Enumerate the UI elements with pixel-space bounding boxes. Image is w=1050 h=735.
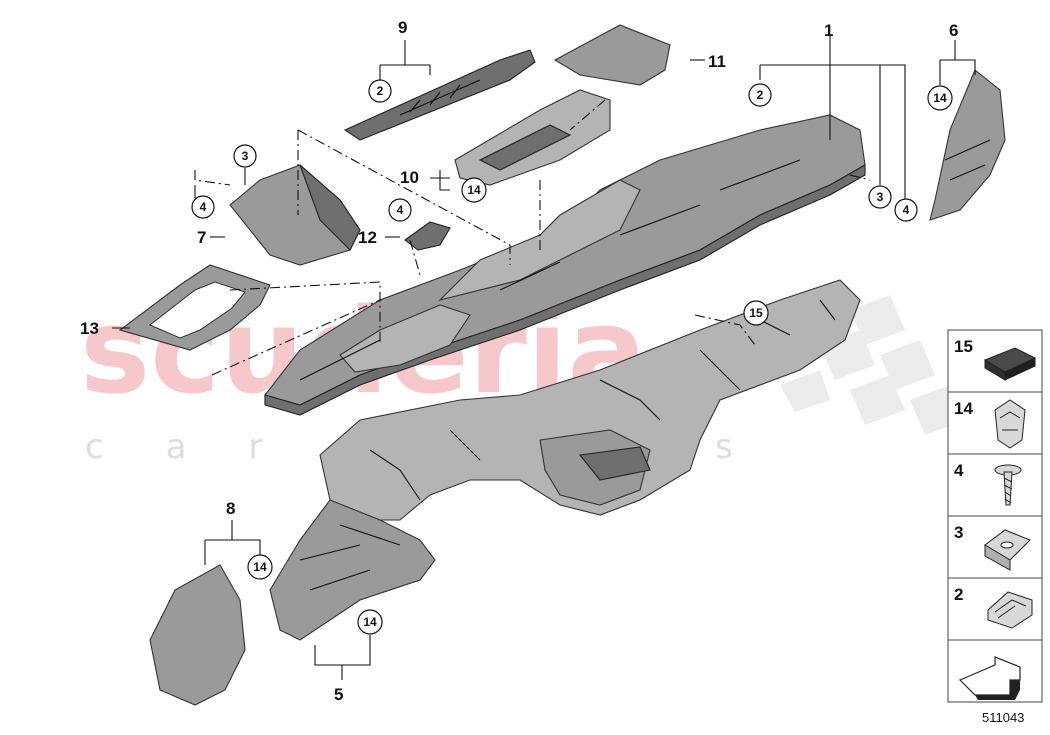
circled-ref-4: 4 xyxy=(191,195,215,219)
svg-text:3: 3 xyxy=(242,149,249,163)
circled-ref-14: 14 xyxy=(357,609,383,635)
circled-ref-4: 4 xyxy=(388,198,412,222)
callout-numbers: 1 5 6 7 8 9 10 11 12 13 xyxy=(80,18,958,704)
part-13-bezel xyxy=(118,264,271,351)
clip-icon xyxy=(994,399,1026,449)
screw-icon xyxy=(994,464,1022,506)
foam-pad-icon xyxy=(983,347,1037,381)
callout-6: 6 xyxy=(949,21,958,40)
circled-ref-15: 15 xyxy=(743,300,769,326)
circled-ref-3: 3 xyxy=(868,185,892,209)
legend-item-2: 2 xyxy=(947,577,1043,641)
part-11-cover xyxy=(553,24,671,86)
circled-ref-14: 14 xyxy=(927,85,953,111)
svg-text:15: 15 xyxy=(954,337,973,356)
circled-ref-3: 3 xyxy=(233,144,257,168)
svg-text:2: 2 xyxy=(954,585,963,604)
callout-12: 12 xyxy=(358,228,377,247)
circled-ref-14: 14 xyxy=(247,554,273,580)
arrow-mark-icon xyxy=(958,656,1021,700)
callout-13: 13 xyxy=(80,319,99,338)
nut-clip-icon xyxy=(984,529,1031,571)
part-7-side-trim xyxy=(229,164,361,266)
part-5-bracket xyxy=(269,499,436,641)
legend-item-15: 15 xyxy=(947,329,1043,393)
svg-text:14: 14 xyxy=(363,615,377,629)
circled-ref-2: 2 xyxy=(368,79,392,103)
callout-5: 5 xyxy=(334,685,343,704)
circled-ref-2: 2 xyxy=(748,83,772,107)
parts-legend: 15 14 4 3 xyxy=(947,329,1043,725)
assembly-lines xyxy=(194,99,871,376)
svg-text:4: 4 xyxy=(200,200,207,214)
callout-8: 8 xyxy=(226,499,235,518)
callout-9: 9 xyxy=(398,18,407,37)
svg-text:3: 3 xyxy=(954,523,963,542)
spring-clip-icon xyxy=(987,591,1033,629)
legend-item-14: 14 xyxy=(947,391,1043,455)
circled-references: 2 2 3 3 4 4 4 14 14 14 14 15 xyxy=(191,79,953,635)
circled-ref-4: 4 xyxy=(894,198,918,222)
svg-text:3: 3 xyxy=(877,190,884,204)
part-8-end-cap xyxy=(149,564,246,706)
leader-lines xyxy=(112,35,976,680)
svg-text:2: 2 xyxy=(377,84,384,98)
diagram-code: 511043 xyxy=(982,710,1024,725)
svg-text:14: 14 xyxy=(933,91,947,105)
callout-10: 10 xyxy=(400,168,419,187)
svg-text:15: 15 xyxy=(749,306,763,320)
svg-text:14: 14 xyxy=(253,560,267,574)
svg-text:14: 14 xyxy=(467,183,481,197)
legend-item-3: 3 xyxy=(947,515,1043,579)
part-9-trim-strip xyxy=(343,49,536,141)
part-6-bracket xyxy=(929,69,1006,221)
svg-text:4: 4 xyxy=(397,203,404,217)
svg-text:4: 4 xyxy=(903,203,910,217)
svg-text:4: 4 xyxy=(954,461,964,480)
callout-1: 1 xyxy=(824,21,833,40)
instrument-panel xyxy=(264,114,866,521)
callout-11: 11 xyxy=(708,52,726,71)
svg-text:14: 14 xyxy=(954,399,973,418)
legend-item-mark xyxy=(947,639,1043,703)
callout-7: 7 xyxy=(197,228,206,247)
legend-item-4: 4 xyxy=(947,453,1043,517)
part-12-bracket xyxy=(404,221,451,251)
circled-ref-14: 14 xyxy=(461,177,487,203)
svg-text:2: 2 xyxy=(757,88,764,102)
part-10-vent-frame xyxy=(454,89,611,186)
